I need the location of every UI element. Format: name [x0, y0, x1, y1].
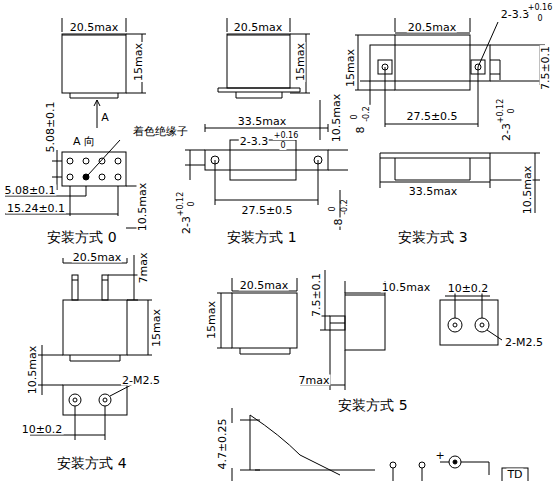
dimension-label: 20.5max — [69, 22, 119, 33]
dimension-label: 7max — [298, 375, 331, 386]
dimension-label: 8 — [333, 218, 344, 227]
dimension-label: 7.5±0.1 — [311, 272, 322, 318]
dimension-label: 15max — [133, 42, 144, 82]
dimension-label: 8 — [355, 126, 366, 135]
dimension-label: 33.5max — [408, 186, 458, 197]
view-caption: 安装方式 5 — [337, 398, 408, 412]
dimension-label: +0.16 — [273, 132, 300, 140]
dimension-label: 0 — [508, 107, 516, 114]
dimension-label: 0 — [279, 142, 286, 150]
view-caption: 安装方式 0 — [46, 230, 117, 244]
dimension-label: 27.5±0.5 — [240, 205, 293, 216]
dimension-label: 20.5max — [407, 22, 457, 33]
dimension-label: 20.5max — [72, 252, 122, 263]
dimension-label: 10.5max — [522, 165, 533, 215]
dimension-label: 15max — [151, 308, 162, 348]
dimension-label: 着色绝缘子 — [132, 126, 189, 137]
dimension-label: 10.5max — [331, 93, 342, 143]
dimension-label: 0 — [188, 200, 196, 207]
dimension-label: 5.08±0.1 — [45, 100, 56, 153]
dimension-label: +0.12 — [177, 191, 185, 218]
dimension-label: 7.5±0.1 — [540, 45, 551, 91]
dimension-label: -0.2 — [341, 198, 349, 216]
dimension-label: 10.5max — [381, 282, 431, 293]
view-caption: 安装方式 3 — [397, 230, 468, 244]
dimension-label: + — [434, 450, 445, 461]
dimension-label: A 向 — [72, 136, 96, 147]
dimension-label: 2-3 — [501, 122, 512, 142]
dimension-label: 0 — [351, 113, 359, 120]
dimension-label: 2-3.3 — [500, 9, 530, 20]
dimension-label: 2-M2.5 — [504, 337, 544, 348]
dimension-label: 4.7±0.25 — [217, 417, 228, 470]
dimension-label: 10.5max — [27, 345, 38, 395]
dimension-label: 2-M2.5 — [121, 375, 161, 386]
dimension-label: 2-3 — [181, 215, 192, 235]
dimension-label: 2-3.3 — [239, 136, 269, 147]
dimension-label: 27.5±0.5 — [405, 111, 458, 122]
view-caption: 安装方式 1 — [226, 230, 297, 244]
dimension-label: 0 — [536, 15, 543, 23]
dimension-label: +0.16 — [527, 4, 554, 12]
dimension-label: +0.12 — [497, 98, 505, 125]
dimension-label: 15max — [345, 48, 356, 88]
dimension-label: 10±0.2 — [447, 283, 490, 294]
dimension-label: -0.2 — [363, 105, 371, 123]
dimension-label: 5.08±0.1 — [3, 185, 56, 196]
dimension-label: 15max — [295, 42, 306, 82]
dimension-label: 20.5max — [233, 22, 283, 33]
dimension-label: 7max — [138, 252, 149, 285]
dimension-label: 15.24±0.1 — [6, 203, 66, 214]
dimension-label: 33.5max — [237, 116, 287, 127]
dimension-label: 20.5max — [239, 280, 289, 291]
dimension-label: 0 — [329, 205, 337, 212]
view-caption: 安装方式 4 — [56, 456, 127, 470]
dimension-label: TD — [506, 468, 523, 479]
dimension-label: 10.5max — [137, 182, 148, 232]
dimension-label: 15max — [206, 300, 217, 340]
dimension-label: 10±0.2 — [21, 424, 64, 435]
dimension-label: A — [100, 112, 110, 123]
